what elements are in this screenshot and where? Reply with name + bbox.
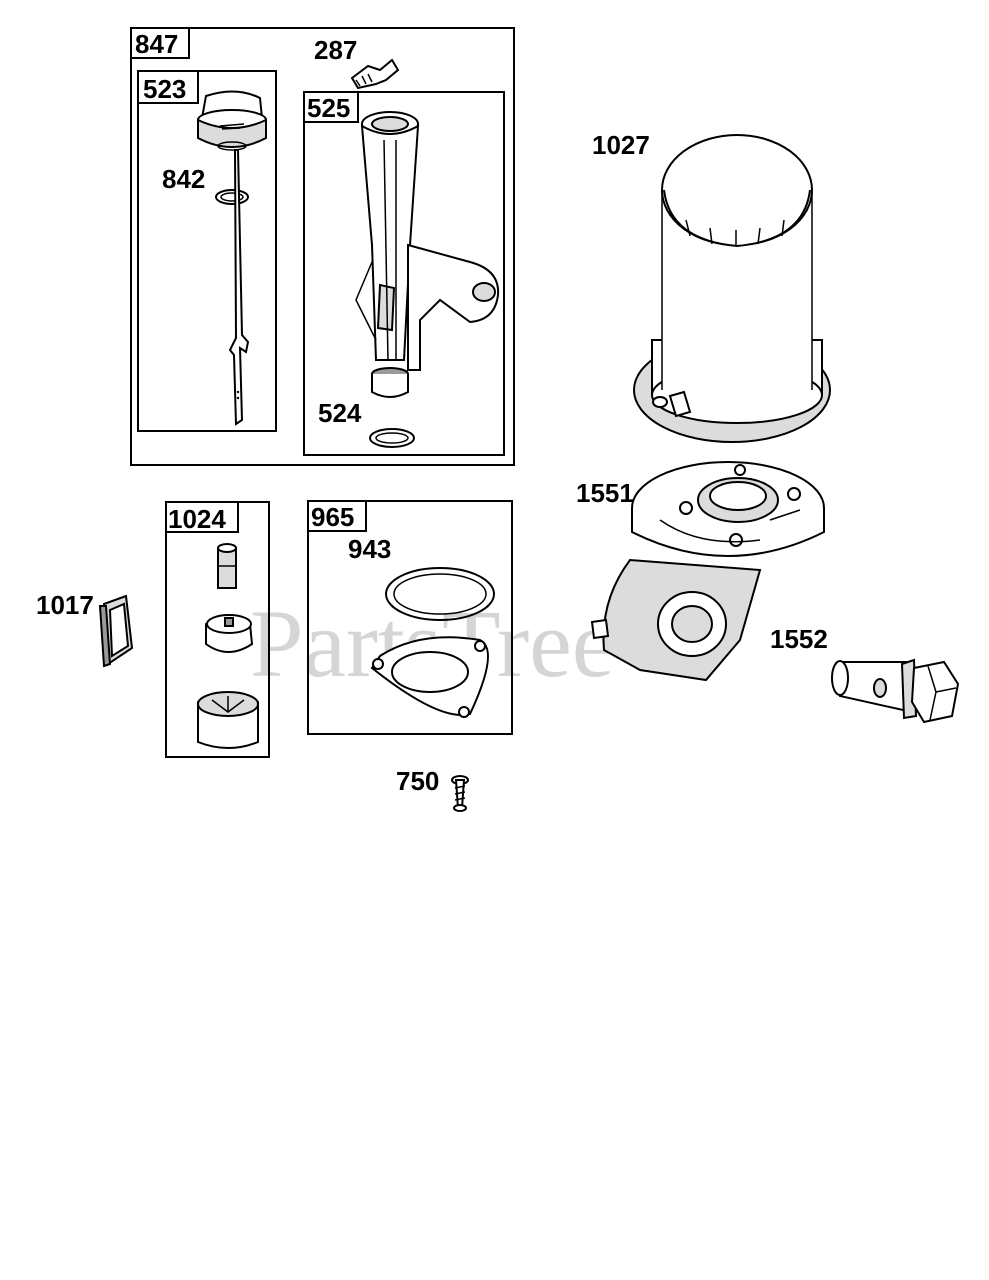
- group-523-tag: [137, 70, 199, 104]
- group-525-tag: [303, 91, 359, 123]
- label-525[interactable]: 525: [307, 93, 350, 123]
- part-1017-illustration: [98, 594, 134, 668]
- group-525: 525: [303, 91, 505, 456]
- label-1024[interactable]: 1024: [168, 504, 226, 534]
- label-965[interactable]: 965: [311, 502, 354, 532]
- group-965-frame: [307, 500, 513, 735]
- label-1017[interactable]: 1017: [36, 590, 94, 620]
- dipstick-tube-illustration: [355, 111, 500, 448]
- label-523[interactable]: 523: [143, 74, 186, 104]
- label-842[interactable]: 842: [162, 164, 205, 194]
- screw-750: [451, 775, 469, 812]
- group-847-tag: [130, 27, 190, 59]
- label-1551[interactable]: 1551: [576, 478, 634, 508]
- screw-287: [350, 58, 400, 90]
- label-524[interactable]: 524: [318, 398, 362, 428]
- label-1027[interactable]: 1027: [592, 130, 650, 160]
- dipstick-illustration: [197, 90, 267, 426]
- group-965: 965: [307, 500, 513, 735]
- label-750[interactable]: 750: [396, 766, 439, 796]
- label-943[interactable]: 943: [348, 534, 391, 564]
- group-965-tag: [307, 500, 367, 532]
- group-1024-tag: [165, 501, 239, 533]
- group-1024: 1024: [165, 501, 270, 758]
- label-287[interactable]: 287: [314, 35, 357, 65]
- label-1552[interactable]: 1552: [770, 624, 828, 654]
- group-523-frame: [137, 70, 277, 432]
- oil-filter-illustration: [633, 134, 831, 443]
- group-523: 523: [137, 70, 277, 432]
- gasket-illustration: [370, 567, 495, 718]
- oil-pump-illustration: [197, 543, 259, 749]
- filter-adapter-illustration: [590, 461, 825, 682]
- group-847-frame: [130, 27, 515, 466]
- bolt-1552-illustration: [831, 658, 960, 724]
- group-847: 847: [130, 27, 515, 466]
- label-847[interactable]: 847: [135, 29, 178, 59]
- group-525-frame: [303, 91, 505, 456]
